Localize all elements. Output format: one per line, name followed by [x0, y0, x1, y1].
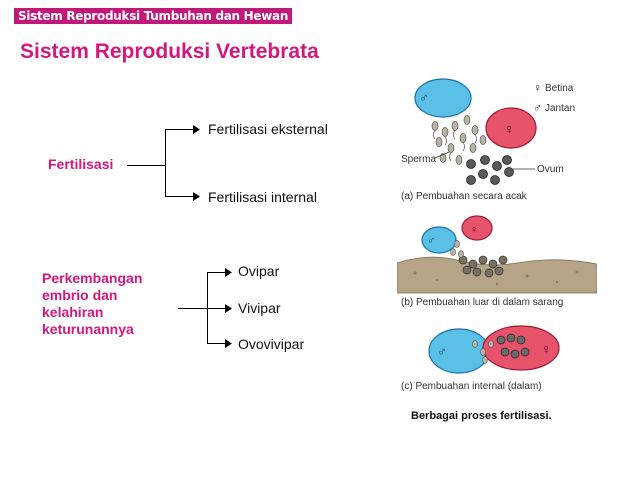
female-symbol-b-icon: ♀ [470, 224, 478, 236]
panel-c: ♂ ♀ (c) Pembuahan internal (dalam) [401, 325, 560, 392]
caption-c: (c) Pembuahan internal (dalam) [401, 381, 542, 392]
fertilization-figure: ♂ ♀ ♀ Betina ♂ Jantan Sperma Ovum [397, 68, 597, 398]
legend-female-icon: ♀ [533, 81, 542, 95]
tree2-stem [178, 308, 208, 309]
ova-internal [496, 333, 530, 359]
tree1-branch-2 [165, 196, 195, 197]
tree2-arrow-1 [225, 268, 232, 277]
label-ovum: Ovum [537, 164, 564, 175]
page-title: Sistem Reproduksi Vertebrata [20, 40, 319, 63]
legend-male-icon: ♂ [533, 101, 542, 115]
male-cell-b [421, 226, 457, 254]
tree1-arrow-2 [193, 192, 200, 201]
female-cell-a [485, 107, 537, 149]
tree2-root-line-1: Perkembangan [42, 270, 143, 286]
tree1-child-external: Fertilisasi eksternal [208, 121, 328, 137]
male-cell-a [414, 78, 472, 118]
female-symbol-c-icon: ♀ [541, 341, 552, 357]
tree2-child-ovovivipar: Ovovivipar [238, 336, 305, 352]
panel-a: ♂ ♀ ♀ Betina ♂ Jantan Sperma Ovum [401, 78, 575, 202]
legend-male: Jantan [545, 103, 575, 114]
tree1-stem [127, 165, 165, 166]
tree1-arrow-1 [193, 125, 200, 134]
label-sperm: Sperma [401, 154, 436, 165]
tree2-branch-3 [207, 343, 227, 344]
tree1-child-internal: Fertilisasi internal [208, 189, 317, 205]
panel-b: ♂ ♀ (b) Pembuahan luar di dalam sarang [397, 215, 597, 308]
female-symbol-icon: ♀ [504, 121, 515, 137]
tree2-child-vivipar: Vivipar [238, 300, 281, 316]
tree1-branch-1 [165, 129, 195, 130]
male-symbol-c-icon: ♂ [437, 344, 447, 359]
nest-ground [397, 256, 597, 294]
tree2-root-line-2: embrio dan [42, 287, 118, 303]
tree2-root-line-3: kelahiran [42, 304, 104, 320]
eggs-in-nest [458, 255, 508, 278]
caption-a: (a) Pembuahan secara acak [401, 191, 528, 202]
tree2-branch-2 [207, 308, 227, 309]
figure-caption: Berbagai proses fertilisasi. [411, 410, 552, 422]
male-symbol-icon: ♂ [419, 90, 429, 105]
legend-female: Betina [545, 83, 574, 94]
tree2-child-ovipar: Ovipar [238, 263, 280, 279]
sperm-cloud [431, 115, 487, 165]
tree2-arrow-3 [225, 339, 232, 348]
ova-cluster [466, 155, 514, 185]
tree2-root: Perkembangan embrio dan kelahiran keturu… [42, 270, 142, 338]
header-tag: Sistem Reproduksi Tumbuhan dan Hewan [14, 8, 293, 24]
female-cell-b [461, 215, 493, 241]
caption-b: (b) Pembuahan luar di dalam sarang [401, 297, 563, 308]
tree1-bracket [165, 129, 166, 197]
male-symbol-b-icon: ♂ [427, 235, 435, 247]
sperm-internal [472, 340, 494, 364]
tree2-branch-1 [207, 272, 227, 273]
tree2-arrow-2 [225, 304, 232, 313]
tree1-root: Fertilisasi [48, 156, 114, 172]
tree2-root-line-4: keturunannya [42, 321, 134, 337]
